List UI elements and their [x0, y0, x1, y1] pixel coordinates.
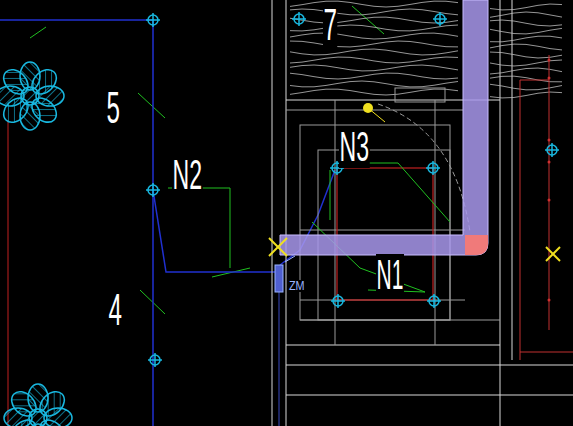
room-label: N3 — [339, 126, 370, 168]
texture-line — [490, 20, 562, 26]
texture-line — [490, 92, 562, 98]
texture-line — [490, 28, 562, 34]
texture-line — [290, 33, 458, 39]
shrub-core — [29, 409, 47, 426]
texture-line — [290, 65, 458, 71]
column-marker-tick — [154, 353, 156, 367]
column-marker-tick — [433, 294, 435, 308]
texture-line — [290, 49, 458, 55]
grid-number: 4 — [108, 288, 123, 332]
column-marker-tick — [298, 12, 300, 26]
grid-number-holder: 4 — [108, 288, 134, 332]
texture-line — [490, 52, 562, 58]
texture-line — [290, 81, 458, 87]
column-marker-tick — [551, 143, 553, 157]
grid-number-holder: 5 — [106, 86, 132, 130]
column-marker-tick — [152, 13, 154, 27]
column-marker-tick — [336, 161, 338, 175]
room-label-holder: N1 — [376, 254, 432, 296]
texture-line — [490, 36, 562, 42]
texture-line — [490, 44, 562, 50]
texture-line — [490, 4, 562, 10]
equipment-tag-holder: ZM — [288, 276, 307, 294]
texture-line — [290, 57, 458, 63]
room-label: N2 — [172, 154, 203, 196]
texture-line — [290, 41, 458, 47]
room-label-holder: N3 — [339, 126, 395, 168]
texture-line — [290, 1, 458, 7]
texture-line — [290, 9, 458, 15]
grid-number: 7 — [323, 3, 338, 47]
texture-line — [490, 60, 562, 66]
column-marker-tick — [439, 12, 441, 26]
column-marker-tick — [337, 294, 339, 308]
texture-line — [290, 17, 458, 23]
grid-number: 5 — [106, 86, 121, 130]
texture-line — [290, 73, 458, 79]
room-label: N1 — [376, 254, 404, 296]
column-marker-tick — [432, 161, 434, 175]
room-label-holder: N2 — [172, 154, 228, 196]
texture-line — [490, 84, 562, 90]
texture-line — [490, 12, 562, 17]
equipment-tag: ZM — [288, 280, 305, 292]
texture-line — [290, 25, 458, 31]
texture-line — [490, 68, 562, 74]
column-marker-tick — [152, 183, 154, 197]
shrub-core — [21, 87, 39, 105]
texture-line — [490, 76, 562, 82]
texture-line — [290, 89, 458, 95]
grid-number-holder: 7 — [323, 3, 349, 47]
